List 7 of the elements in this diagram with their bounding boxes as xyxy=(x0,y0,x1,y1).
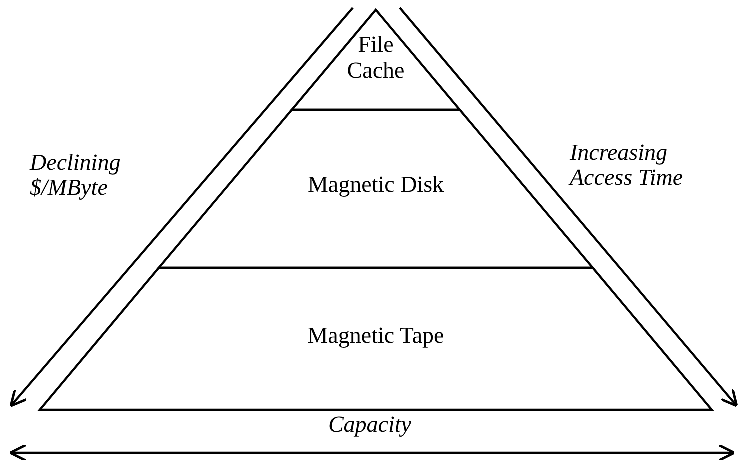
tier-label: File Cache xyxy=(346,32,406,84)
tier-label: Magnetic Tape xyxy=(308,323,444,349)
axis-label: Increasing Access Time xyxy=(570,140,684,191)
tier-label: Magnetic Disk xyxy=(308,172,444,198)
axis-label: Capacity xyxy=(327,412,413,438)
pyramid-tier xyxy=(40,268,712,410)
axis-label: Declining $/MByte xyxy=(30,150,122,201)
